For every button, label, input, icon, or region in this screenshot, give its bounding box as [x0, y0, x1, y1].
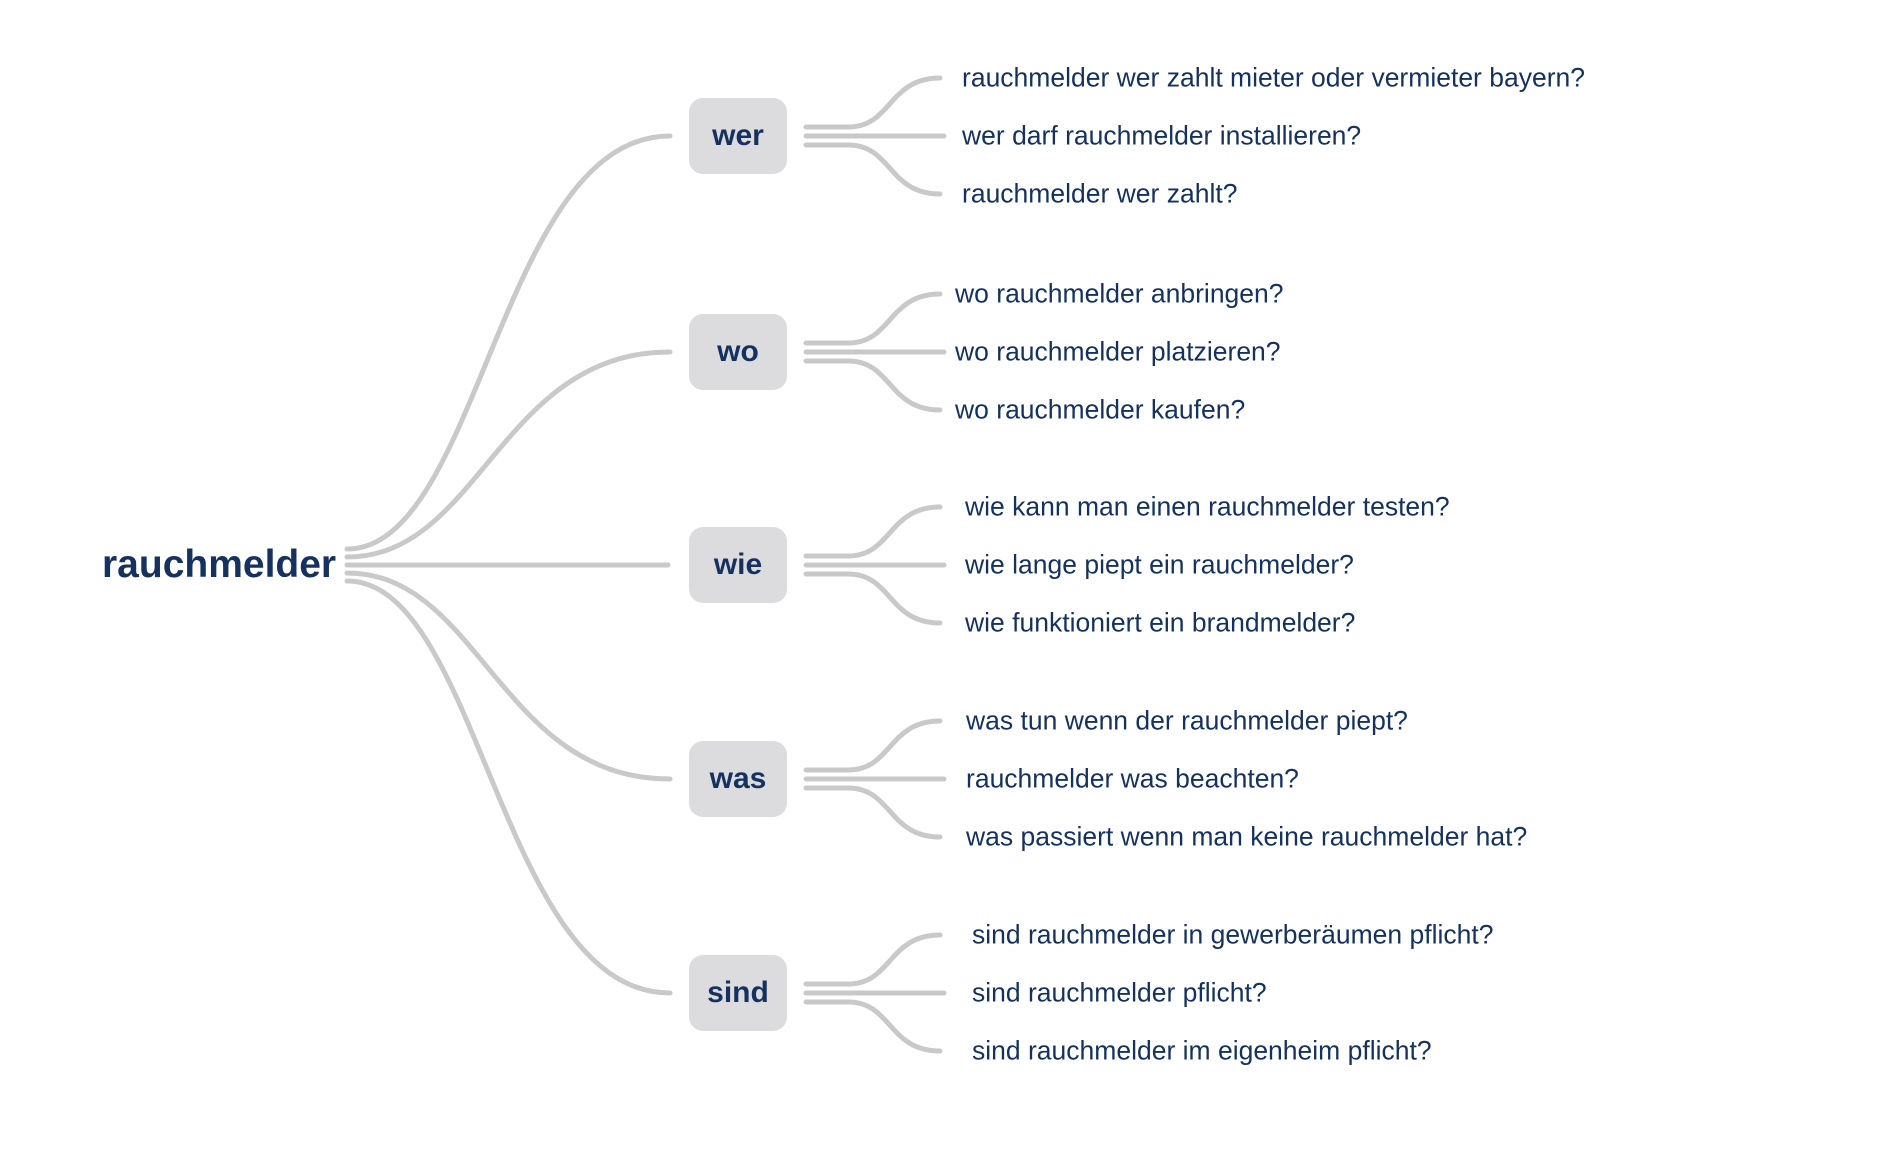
branch-node-sind[interactable]: sind — [689, 955, 787, 1031]
root-to-was-connector — [344, 570, 673, 782]
branch-node-wer-label: wer — [712, 119, 764, 152]
branch-node-wer[interactable]: wer — [689, 98, 787, 174]
question-leaf-wo-2[interactable]: wo rauchmelder platzieren? — [955, 336, 1281, 367]
was-question-connector — [803, 718, 943, 773]
question-leaf-wie-3[interactable]: wie funktioniert ein brandmelder? — [965, 607, 1356, 638]
question-leaf-sind-3[interactable]: sind rauchmelder im eigenheim pflicht? — [972, 1035, 1432, 1066]
wie-question-connector — [803, 571, 943, 626]
question-leaf-wo-1[interactable]: wo rauchmelder anbringen? — [955, 278, 1284, 309]
question-leaf-was-1[interactable]: was tun wenn der rauchmelder piept? — [966, 705, 1408, 736]
question-leaf-sind-1[interactable]: sind rauchmelder in gewerberäumen pflich… — [972, 919, 1494, 950]
wo-question-connector — [803, 358, 943, 413]
was-question-connector — [803, 785, 943, 840]
root-keyword: rauchmelder — [102, 543, 337, 586]
branch-node-wo[interactable]: wo — [689, 314, 787, 390]
branch-node-was-label: was — [709, 762, 767, 795]
question-leaf-wer-3[interactable]: rauchmelder wer zahlt? — [962, 178, 1238, 209]
question-leaf-was-3[interactable]: was passiert wenn man keine rauchmelder … — [966, 821, 1528, 852]
question-leaf-wo-3[interactable]: wo rauchmelder kaufen? — [955, 394, 1246, 425]
question-leaf-wer-1[interactable]: rauchmelder wer zahlt mieter oder vermie… — [962, 62, 1586, 93]
branch-node-wie[interactable]: wie — [689, 527, 787, 603]
branch-node-sind-label: sind — [707, 976, 769, 1009]
wer-question-connector — [803, 142, 943, 197]
branch-node-was[interactable]: was — [689, 741, 787, 817]
question-leaf-wer-2[interactable]: wer darf rauchmelder installieren? — [962, 120, 1362, 151]
root-to-sind-connector — [344, 578, 673, 996]
question-leaf-sind-2[interactable]: sind rauchmelder pflicht? — [972, 977, 1267, 1008]
branch-node-wie-label: wie — [713, 548, 763, 581]
question-leaf-was-2[interactable]: rauchmelder was beachten? — [966, 763, 1299, 794]
wie-question-connector — [803, 504, 943, 559]
wer-question-connector — [803, 75, 943, 130]
branch-node-wo-label: wo — [717, 335, 759, 368]
wo-question-connector — [803, 291, 943, 346]
sind-question-connector — [803, 932, 943, 987]
root-to-wer-connector — [344, 133, 673, 552]
root-to-wo-connector — [344, 349, 673, 560]
question-leaf-wie-1[interactable]: wie kann man einen rauchmelder testen? — [965, 491, 1450, 522]
sind-question-connector — [803, 999, 943, 1054]
question-leaf-wie-2[interactable]: wie lange piept ein rauchmelder? — [965, 549, 1354, 580]
